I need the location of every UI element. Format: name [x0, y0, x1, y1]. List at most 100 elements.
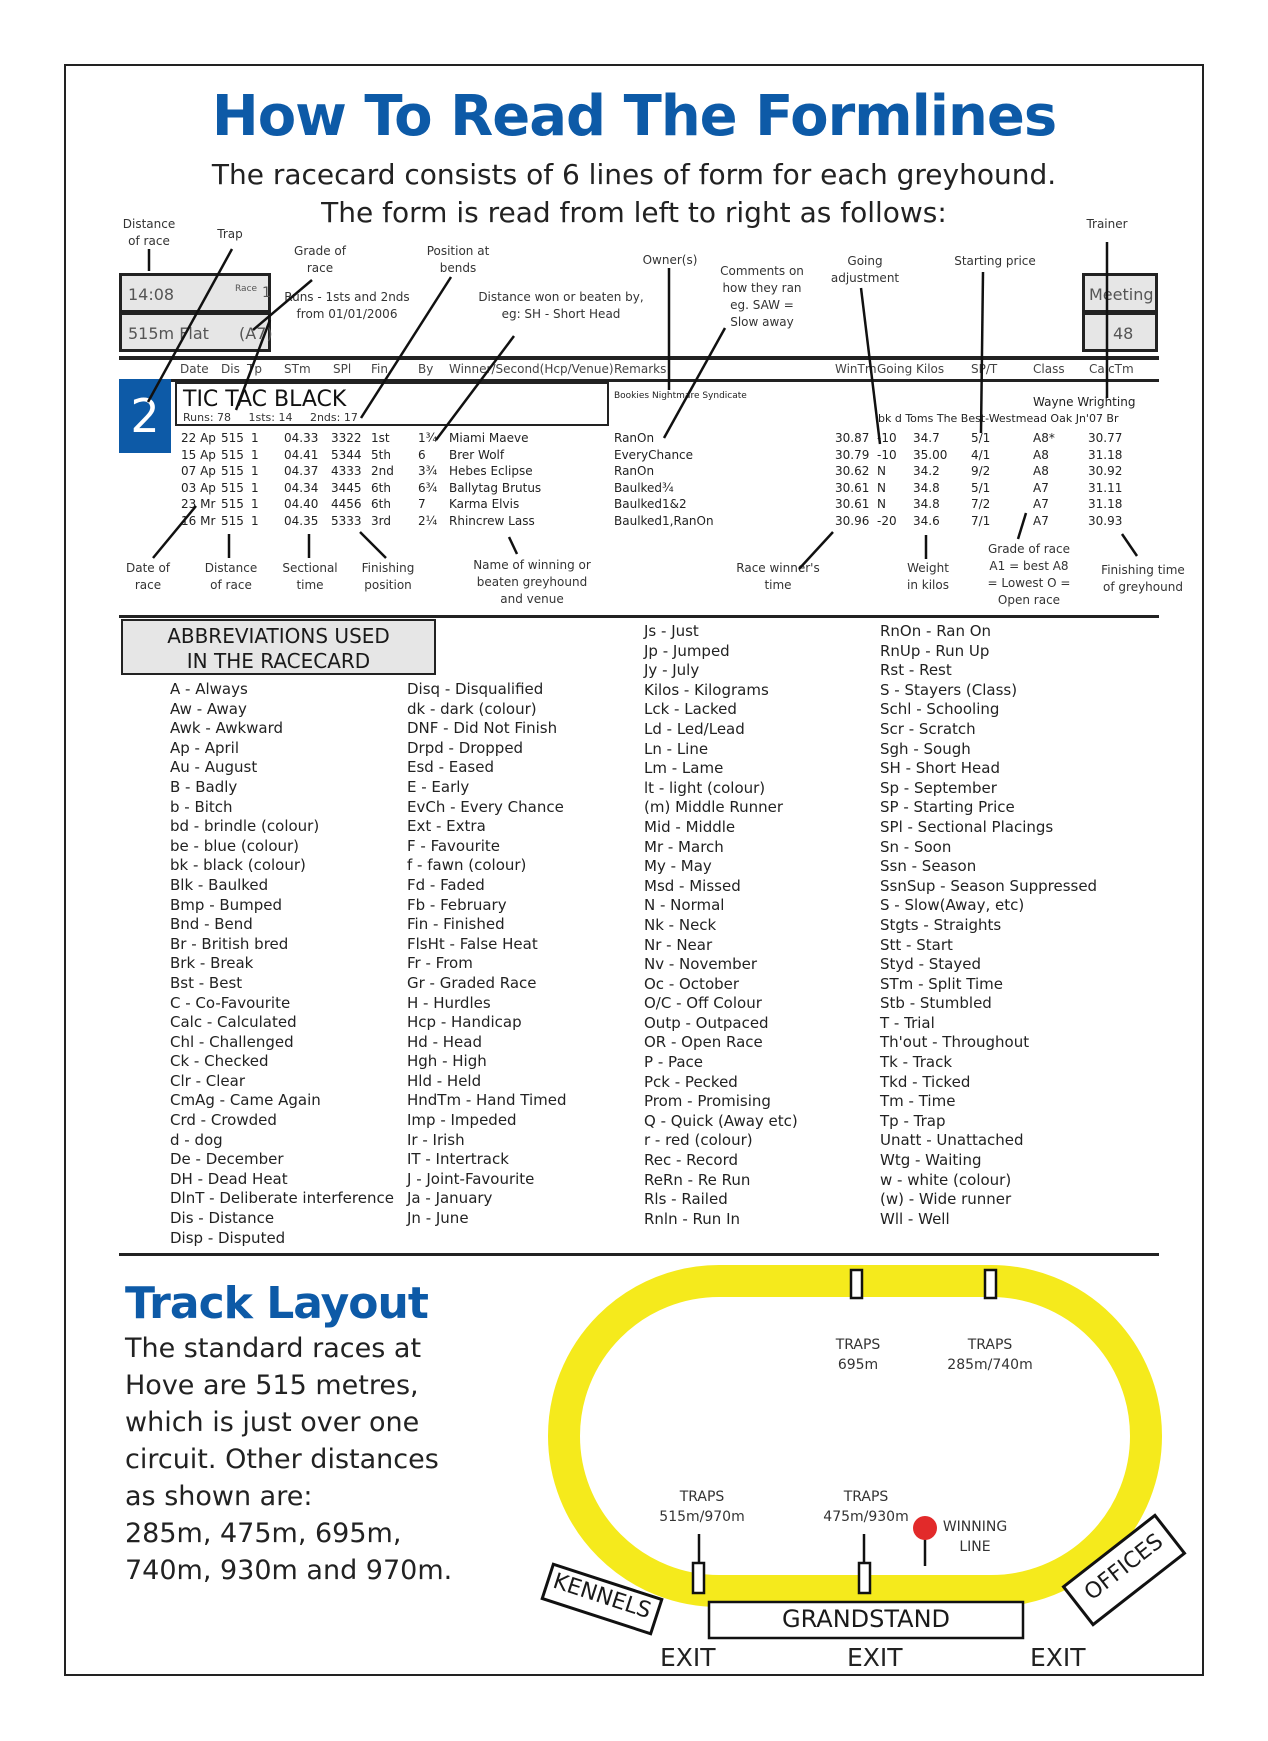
dog-trainer: Wayne Wrighting: [1033, 395, 1136, 409]
page-title: How To Read The Formlines: [211, 84, 1057, 149]
abbreviation-item: Ap - April: [170, 738, 240, 757]
abbreviation-item: Ssn - Season: [880, 857, 977, 876]
exit-left: EXIT: [660, 1643, 716, 1672]
kennels-box: [540, 1562, 664, 1636]
abbreviation-item: Tk - Track: [880, 1053, 953, 1072]
abbreviation-item: P - Pace: [644, 1053, 704, 1072]
abbreviation-item: dk - dark (colour): [407, 699, 537, 718]
abbreviation-item: Wtg - Waiting: [880, 1151, 982, 1170]
abbreviation-item: Js - Just: [644, 622, 699, 640]
form-cell: A7: [1033, 480, 1049, 495]
abbreviation-item: N - Normal: [644, 896, 725, 915]
trap-475-word: TRAPS: [843, 1489, 889, 1505]
abbreviation-item: S - Slow(Away, etc): [880, 896, 1025, 915]
form-cell: 7: [418, 497, 426, 512]
abbreviation-item: Gr - Graded Race: [407, 973, 537, 992]
abbreviation-item: Fd - Faded: [407, 875, 485, 894]
abbreviation-item: be - blue (colour): [170, 836, 300, 855]
trap-number-badge: 2: [119, 379, 171, 453]
abbreviation-item: Disp - Disputed: [170, 1228, 286, 1247]
col-by: By: [418, 362, 434, 376]
form-cell: -20: [877, 514, 897, 528]
form-cell: A8: [1033, 464, 1049, 479]
abbreviation-item: Q - Quick (Away etc): [644, 1111, 798, 1130]
form-cell: Miami Maeve: [449, 431, 529, 445]
abbreviation-item: bd - brindle (colour): [170, 817, 320, 836]
form-cell: 4456: [331, 497, 362, 512]
form-cell: 1¾: [418, 431, 438, 445]
dog-breeding: bk d Toms The Best-Westmead Oak Jn'07 Br: [878, 412, 1119, 425]
callout-runs: Runs - 1sts and 2nds from 01/01/2006: [284, 290, 410, 321]
callout-trap: Trap: [217, 227, 243, 241]
trap-695-label: TRAPS 695m: [828, 1335, 888, 1375]
race-time: 14:08: [128, 285, 175, 304]
abbreviation-item: Jp - Jumped: [644, 641, 730, 660]
abbreviation-item: Tm - Time: [880, 1092, 956, 1111]
abbreviation-item: Kilos - Kilograms: [644, 680, 769, 699]
dog-name: TIC TAC BLACK: [183, 387, 347, 412]
form-cell: 04.35: [284, 514, 319, 528]
abbreviation-item: HndTm - Hand Timed: [407, 1091, 567, 1110]
col-remarks: Remarks: [614, 362, 667, 376]
winning-line-word-1: WINNING: [942, 1519, 1008, 1535]
race-time-box: 14:08 Race 1: [119, 273, 271, 313]
abbreviation-item: C - Co-Favourite: [170, 993, 291, 1012]
form-cell: 31.11: [1088, 480, 1123, 495]
form-cell: 30.61: [835, 497, 870, 512]
abbreviation-item: f - fawn (colour): [407, 856, 527, 875]
callout-distance-won: Distance won or beaten by, eg: SH - Shor…: [478, 290, 644, 321]
abbreviation-item: bk - black (colour): [170, 856, 306, 875]
abbreviation-item: Fin - Finished: [407, 915, 505, 934]
callout-date: Date of race: [125, 561, 171, 592]
abbreviation-item: Brk - Break: [170, 954, 254, 973]
abbreviation-item: Imp - Impeded: [407, 1111, 517, 1130]
trap-285-word: TRAPS: [967, 1337, 1013, 1353]
form-cell: 6th: [371, 497, 391, 512]
trap-marker-285: [983, 1268, 998, 1300]
form-cell: A7: [1033, 514, 1049, 528]
track-description-line: circuit. Other distances: [125, 1444, 439, 1475]
abbreviation-item: ReRn - Re Run: [644, 1170, 751, 1189]
abbreviation-item: Jy - July: [644, 661, 700, 680]
abbr-heading-box: ABBREVIATIONS USED IN THE RACECARD: [121, 619, 436, 675]
track-description-line: 285m, 475m, 695m,: [125, 1518, 402, 1549]
abbreviation-item: CmAg - Came Again: [170, 1091, 321, 1110]
form-cell: 03 Ap: [181, 480, 216, 495]
form-cell: 04.41: [284, 447, 319, 462]
form-cell: N: [877, 464, 886, 479]
callout-going: Going adjustment: [830, 254, 900, 285]
form-cell: 515: [221, 497, 244, 512]
abbreviation-item: Jn - June: [407, 1209, 469, 1228]
abbreviation-item: F - Favourite: [407, 836, 501, 855]
offices-box: [1061, 1513, 1187, 1627]
callout-distance-bottom: Distance of race: [204, 561, 258, 592]
abbreviation-item: H - Hurdles: [407, 993, 491, 1012]
abbreviation-item: Wll - Well: [880, 1209, 950, 1228]
form-cell: 6¾: [418, 480, 438, 495]
form-cell: 4333: [331, 464, 362, 479]
form-cell: 515: [221, 447, 244, 462]
abbreviation-item: My - May: [644, 857, 712, 876]
abbreviation-item: Aw - Away: [170, 699, 247, 718]
form-cell: Karma Elvis: [449, 497, 520, 512]
form-cell: 7/1: [971, 514, 991, 528]
callout-owners: Owner(s): [642, 253, 698, 267]
abbreviation-item: Calc - Calculated: [170, 1013, 297, 1032]
col-date: Date: [180, 362, 209, 376]
abbreviation-item: Chl - Challenged: [170, 1032, 294, 1051]
form-cell: 04.34: [284, 480, 319, 495]
form-cell: 34.6: [913, 514, 940, 528]
abbreviation-item: Ld - Led/Lead: [644, 719, 745, 738]
abbreviation-item: Drpd - Dropped: [407, 738, 524, 757]
abbreviation-item: Fb - February: [407, 895, 507, 914]
abbreviation-item: RnOn - Ran On: [880, 622, 992, 640]
callout-starting-price: Starting price: [954, 254, 1036, 268]
trap-515-label: TRAPS 515m/970m: [652, 1487, 752, 1527]
abbreviation-item: De - December: [170, 1150, 284, 1169]
callout-race-winner: Race winner's time: [736, 561, 820, 592]
form-cell: 4/1: [971, 447, 991, 462]
abbreviation-item: Ck - Checked: [170, 1052, 269, 1071]
subtitle-line-1: The racecard consists of 6 lines of form…: [211, 158, 1057, 191]
abbr-rule-top: [119, 615, 1159, 618]
